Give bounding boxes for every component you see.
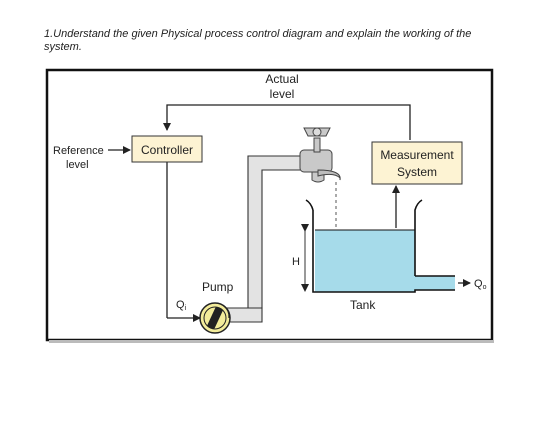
height-label: H xyxy=(292,256,300,268)
diagram-frame xyxy=(45,68,494,342)
measurement-label-2: System xyxy=(397,165,437,179)
outflow-label: Qo xyxy=(474,278,487,291)
tank-right-wall xyxy=(414,199,423,230)
pump-outlet-pipe xyxy=(225,307,263,323)
reference-level-label-1: Reference xyxy=(53,145,104,157)
actual-level-label-1: Actual xyxy=(265,72,298,86)
tank-label: Tank xyxy=(350,298,376,312)
feedback-line xyxy=(163,104,411,140)
inflow-label-sub: i xyxy=(185,305,187,312)
pump-label: Pump xyxy=(202,280,234,294)
question-text: 1.Understand the given Physical process … xyxy=(44,28,472,53)
tank-water xyxy=(315,230,415,292)
reference-level-label-2: level xyxy=(66,159,89,171)
controller-block xyxy=(131,135,203,163)
pump-icon xyxy=(199,302,231,334)
outflow-label-sub: o xyxy=(483,284,487,291)
inflow-label-base: Q xyxy=(176,299,185,311)
controller-label: Controller xyxy=(141,143,193,157)
tank-left-lip xyxy=(305,199,314,211)
frame-shadow xyxy=(49,340,494,343)
measurement-label-1: Measurement xyxy=(380,148,454,162)
tank-walls xyxy=(312,210,455,293)
faucet-icon xyxy=(299,127,341,183)
measurement-block xyxy=(371,141,463,185)
outlet-water xyxy=(415,276,455,290)
inflow-label: Qi xyxy=(176,299,187,312)
outflow-label-base: Q xyxy=(474,278,483,290)
actual-level-label-2: level xyxy=(270,87,295,101)
